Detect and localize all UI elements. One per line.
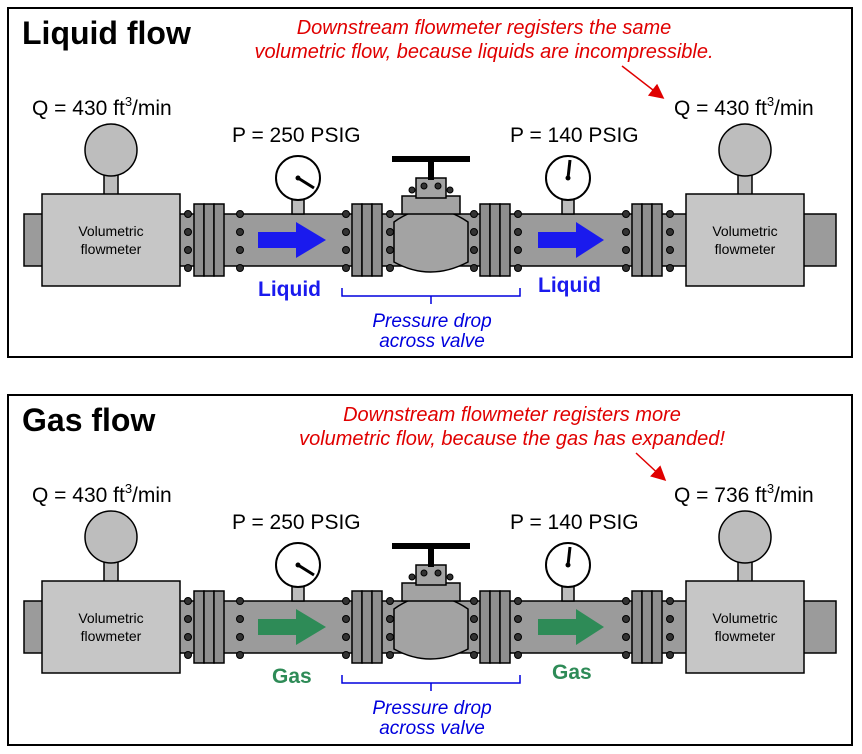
flowmeter-body bbox=[685, 193, 805, 287]
flange bbox=[342, 590, 394, 664]
gauge-needle bbox=[297, 563, 315, 577]
upstream-flow-reading: Q = 430 ft3/min bbox=[32, 481, 172, 507]
flow-arrow bbox=[538, 222, 604, 258]
valve-stem bbox=[428, 547, 434, 567]
flowmeter-label-line-1: Volumetric bbox=[78, 610, 143, 626]
flowmeter-label-line-1: Volumetric bbox=[712, 610, 777, 626]
upstream-flowmeter: Volumetric flowmeter bbox=[41, 123, 181, 287]
flowmeter-body bbox=[41, 193, 181, 287]
pressure-drop-line-2: across valve bbox=[379, 718, 485, 739]
gauge-needle bbox=[566, 546, 572, 566]
flowmeter-label-line-2: flowmeter bbox=[81, 628, 142, 644]
upstream-pressure-gauge bbox=[275, 155, 321, 215]
downstream-flowmeter: Volumetric flowmeter bbox=[685, 123, 805, 287]
downstream-pressure-gauge bbox=[545, 155, 591, 215]
pressure-drop-line-1: Pressure drop bbox=[372, 698, 491, 719]
panel-title: Liquid flow bbox=[22, 15, 191, 51]
fluid-label: Liquid bbox=[258, 278, 321, 301]
upstream-flowmeter: Volumetric flowmeter bbox=[41, 510, 181, 674]
flowmeter-label-line-2: flowmeter bbox=[715, 628, 776, 644]
fluid-label: Gas bbox=[272, 665, 312, 688]
upstream-pressure-gauge bbox=[275, 542, 321, 602]
valve-stem bbox=[428, 160, 434, 180]
downstream-flow-reading: Q = 736 ft3/min bbox=[674, 481, 814, 507]
flowmeter-label-line-1: Volumetric bbox=[712, 223, 777, 239]
flowmeter-label-line-1: Volumetric bbox=[78, 223, 143, 239]
note-line-1: Downstream flowmeter registers the same bbox=[297, 17, 672, 39]
valve-packing bbox=[415, 564, 447, 586]
valve-body bbox=[393, 595, 469, 660]
pressure-drop-line-1: Pressure drop bbox=[372, 311, 491, 332]
flange bbox=[342, 203, 394, 277]
flange bbox=[184, 203, 244, 277]
fluid-label: Liquid bbox=[538, 274, 601, 297]
downstream-flowmeter: Volumetric flowmeter bbox=[685, 510, 805, 674]
note-line-2: volumetric flow, because the gas has exp… bbox=[299, 428, 725, 450]
flow-arrow bbox=[258, 609, 326, 645]
flow-arrow bbox=[258, 222, 326, 258]
gas-flow-panel: Gas flow Downstream flowmeter registers … bbox=[7, 394, 853, 746]
pressure-drop-bracket bbox=[341, 288, 521, 304]
valve-handwheel bbox=[392, 543, 470, 549]
flowmeter-sensor-head bbox=[84, 510, 138, 564]
globe-valve bbox=[392, 543, 470, 660]
upstream-pressure-reading: P = 250 PSIG bbox=[232, 511, 361, 534]
flange bbox=[470, 203, 522, 277]
liquid-flow-panel: Liquid flow Downstream flowmeter registe… bbox=[7, 7, 853, 358]
note-pointer-arrow bbox=[635, 452, 667, 482]
pressure-drop-bracket bbox=[341, 675, 521, 691]
flowmeter-label-line-2: flowmeter bbox=[715, 241, 776, 257]
flowmeter-body bbox=[41, 580, 181, 674]
downstream-flow-reading: Q = 430 ft3/min bbox=[674, 94, 814, 120]
flow-arrow bbox=[538, 609, 604, 645]
gauge-needle bbox=[297, 176, 315, 190]
flowmeter-sensor-head bbox=[718, 123, 772, 177]
downstream-pressure-reading: P = 140 PSIG bbox=[510, 511, 639, 534]
globe-valve bbox=[392, 156, 470, 273]
flowmeter-sensor-head bbox=[718, 510, 772, 564]
flange bbox=[622, 203, 674, 277]
upstream-flow-reading: Q = 430 ft3/min bbox=[32, 94, 172, 120]
panel-title: Gas flow bbox=[22, 402, 155, 438]
flowmeter-body bbox=[685, 580, 805, 674]
valve-body bbox=[393, 208, 469, 273]
pressure-drop-line-2: across valve bbox=[379, 331, 485, 352]
valve-handwheel bbox=[392, 156, 470, 162]
gauge-needle bbox=[566, 159, 572, 179]
note-line-1: Downstream flowmeter registers more bbox=[343, 404, 681, 426]
flowmeter-label-line-2: flowmeter bbox=[81, 241, 142, 257]
flange bbox=[470, 590, 522, 664]
flange bbox=[184, 590, 244, 664]
upstream-pressure-reading: P = 250 PSIG bbox=[232, 124, 361, 147]
downstream-pressure-gauge bbox=[545, 542, 591, 602]
note-line-2: volumetric flow, because liquids are inc… bbox=[254, 41, 713, 63]
downstream-pressure-reading: P = 140 PSIG bbox=[510, 124, 639, 147]
valve-packing bbox=[415, 177, 447, 199]
flowmeter-sensor-head bbox=[84, 123, 138, 177]
fluid-label: Gas bbox=[552, 661, 592, 684]
flange bbox=[622, 590, 674, 664]
note-pointer-arrow bbox=[621, 65, 665, 99]
